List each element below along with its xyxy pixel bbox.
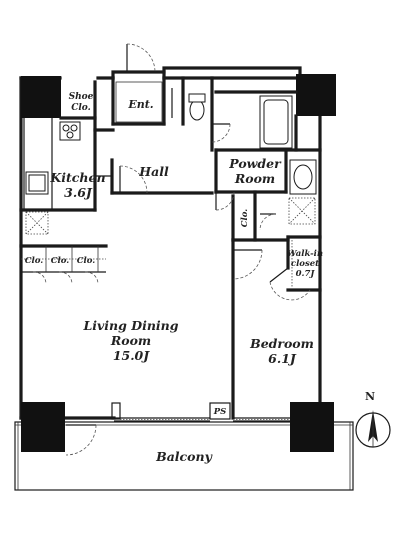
hall-label: Hall	[138, 164, 169, 179]
closet-label-2: Clo.	[51, 256, 70, 266]
walk-in-closet-label-2: closet	[291, 259, 319, 269]
bedroom-size: 6.1J	[268, 351, 297, 366]
windows	[114, 417, 290, 422]
living-dining-label-2: Room	[110, 333, 151, 348]
room-labels: Shoe Clo. Ent. Kitchen 3.6J Hall Powder …	[25, 92, 323, 464]
balcony-label: Balcony	[155, 449, 212, 464]
living-dining-label-1: Living Dining	[83, 318, 179, 333]
compass: N	[355, 390, 391, 448]
closet-label-1: Clo.	[25, 256, 44, 266]
entrance-label: Ent.	[127, 98, 153, 111]
bedroom-label: Bedroom	[249, 336, 314, 351]
closet-label-3: Clo.	[77, 256, 96, 266]
compass-north-label: N	[365, 390, 375, 403]
shoe-closet-label-1: Shoe	[69, 92, 94, 102]
shoe-closet-label-2: Clo.	[71, 103, 91, 113]
powder-room-label-2: Room	[234, 171, 275, 186]
fixtures	[23, 81, 317, 288]
kitchen-size: 3.6J	[64, 185, 93, 200]
kitchen-label: Kitchen	[49, 170, 105, 185]
living-dining-size: 15.0J	[113, 348, 150, 363]
closet-vertical-label: Clo.	[240, 209, 250, 228]
powder-room-label-1: Powder	[228, 156, 282, 171]
pipe-space-label: PS	[213, 407, 227, 417]
structural-columns	[21, 74, 336, 452]
doors	[32, 43, 311, 456]
walk-in-closet-size: 0.7J	[296, 269, 316, 279]
walk-in-closet-label-1: Walk-in	[287, 249, 323, 259]
